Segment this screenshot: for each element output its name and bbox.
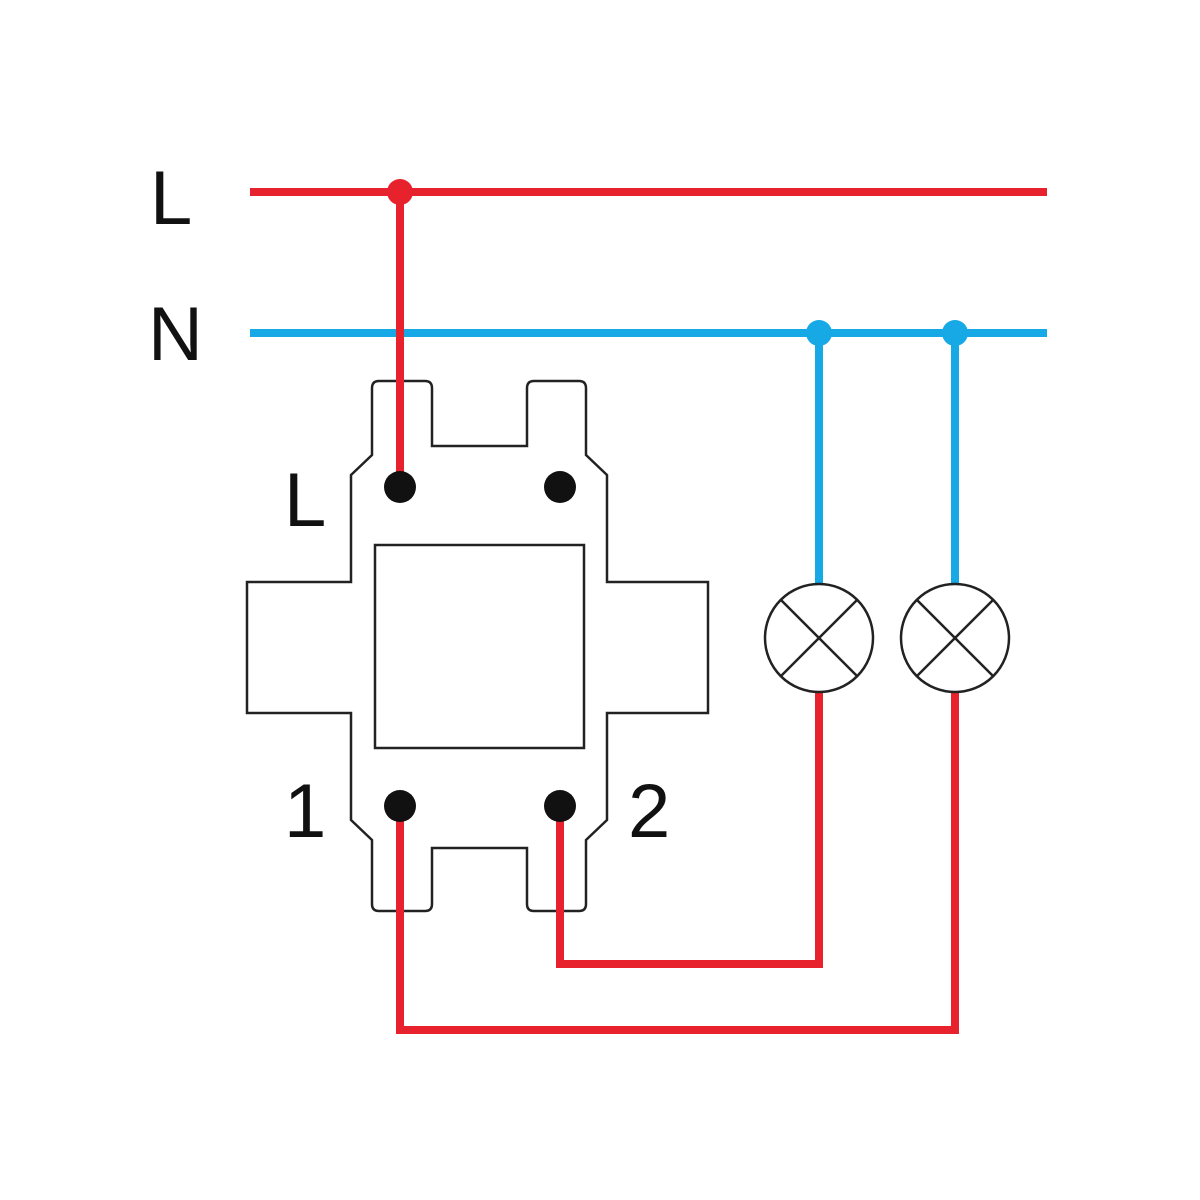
switch-body-outline: [245, 379, 710, 913]
switch-terminal-1-label: 1: [284, 769, 326, 854]
lamp-2: [899, 582, 1011, 694]
terminal-l: [384, 471, 416, 503]
switch-terminal-l-label: L: [284, 458, 326, 543]
neutral-junction-dot: [942, 320, 968, 346]
lamp-icon: [763, 582, 875, 694]
output1-wire: [396, 693, 959, 1034]
live-bus-label: L: [150, 156, 192, 241]
switch-terminal-2-label: 2: [628, 769, 670, 854]
output2-wire: [556, 693, 823, 968]
neutral-bus-label: N: [148, 292, 203, 377]
terminal-unused: [544, 471, 576, 503]
terminal-2: [544, 790, 576, 822]
lamp-icon: [899, 582, 1011, 694]
terminal-1: [384, 790, 416, 822]
neutral-junction-dot: [806, 320, 832, 346]
lamp-1: [763, 582, 875, 694]
switch-rocker: [373, 543, 586, 750]
live-junction-dot: [387, 179, 413, 205]
